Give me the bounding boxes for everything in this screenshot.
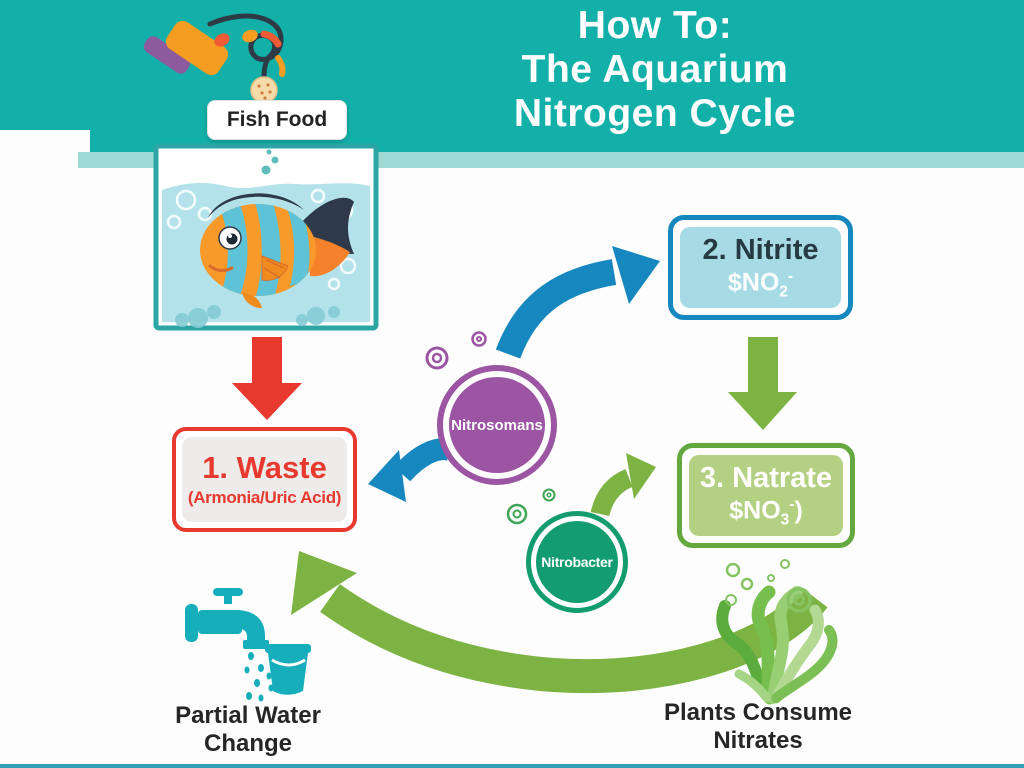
plant-bubbles-icon: [725, 559, 812, 613]
blue-curved-arrow-to-nitrite: [495, 246, 660, 359]
purple-spiral-icon: [425, 331, 487, 370]
title-line-1: How To:: [577, 4, 733, 47]
title-line-3: Nitrogen Cycle: [513, 92, 797, 135]
plants-line-1: Plants Consume: [663, 699, 853, 726]
nitrite-formula-sub: 2: [779, 283, 788, 301]
nitrosomonas-label: Nitrosomans: [451, 416, 543, 434]
plants-line-2: Nitrates: [713, 727, 803, 754]
food-container-icon: [143, 20, 229, 76]
header-band: [0, 0, 1024, 152]
nitrate-formula-suffix: ): [794, 496, 803, 525]
water-drops-icon: [244, 652, 274, 702]
title-line-2: The Aquarium: [521, 48, 789, 91]
water-change-icon: [185, 588, 311, 702]
nitrate-formula-prefix: $NO: [729, 496, 781, 525]
header-notch: [0, 130, 90, 152]
nitrite-formula: $NO2-: [728, 268, 793, 301]
plants-label: Plants Consume Nitrates: [648, 699, 868, 755]
fish-tank-icon: [153, 143, 379, 331]
waste-title: 1. Waste: [202, 450, 327, 485]
nitrate-formula-sup: -: [789, 495, 795, 513]
pour-swirl-line: [207, 13, 284, 81]
bottom-border: [0, 764, 1024, 768]
fish-food-label-text: Fish Food: [226, 108, 328, 131]
fish-icon: [200, 193, 354, 308]
surface-bubbles-icon: [261, 149, 279, 175]
food-flakes-icon: [198, 29, 286, 77]
waste-subtitle: (Armonia/Uric Acid): [187, 488, 342, 507]
water-change-label: Partial Water Change: [148, 702, 348, 758]
nitrobacter-badge: Nitrobacter: [526, 511, 628, 613]
nitrate-formula-sub: 3: [780, 511, 790, 529]
gravel-icon: [175, 305, 340, 328]
water-change-line-2: Change: [203, 730, 292, 757]
faucet-icon: [185, 588, 269, 649]
red-down-arrow: [232, 337, 302, 420]
waste-box: 1. Waste (Armonia/Uric Acid): [172, 427, 357, 532]
nitrosomonas-badge: Nitrosomans: [437, 365, 557, 485]
fish-food-icon: [143, 13, 286, 104]
nitrite-box: 2. Nitrite $NO2-: [668, 215, 853, 320]
nitrate-title: 3. Natrate: [699, 461, 833, 494]
nitrite-formula-prefix: $NO: [727, 268, 780, 297]
water-change-line-1: Partial Water: [175, 702, 321, 729]
plants-icon: [716, 559, 838, 705]
nitrate-formula: $NO3-): [729, 496, 803, 529]
nitrite-formula-sup: -: [787, 267, 794, 285]
bucket-icon: [265, 644, 311, 695]
nitrobacter-label: Nitrobacter: [541, 554, 613, 570]
page-title: How To: The Aquarium Nitrogen Cycle: [430, 4, 880, 136]
green-ring-icon: [506, 488, 556, 525]
nitrate-box: 3. Natrate $NO3-): [677, 443, 855, 548]
nitrite-title: 2. Nitrite: [702, 233, 819, 266]
blue-arrow-to-waste: [368, 438, 454, 502]
fish-food-label: Fish Food: [207, 100, 347, 140]
green-arrow-to-nitrate: [590, 453, 656, 517]
green-down-arrow: [728, 337, 797, 430]
